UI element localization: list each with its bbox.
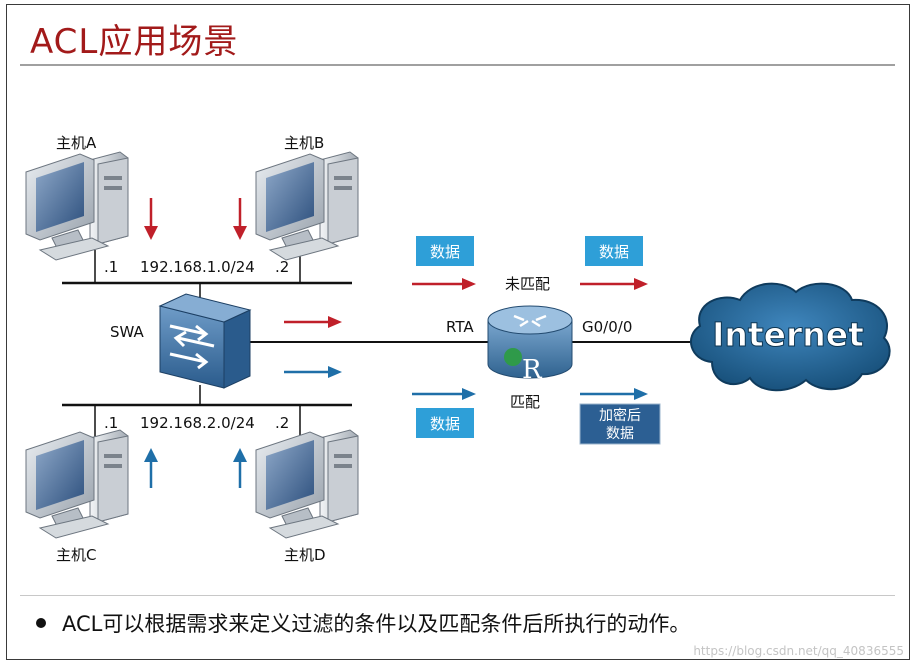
host-a-icon xyxy=(25,151,129,261)
cloud-icon: Internet xyxy=(690,282,891,392)
host-c-icon xyxy=(25,429,129,539)
bottom-left-addr: .1 xyxy=(104,414,118,432)
red-arrow-out-icon xyxy=(580,278,648,290)
bullet-text: ACL可以根据需求来定义过滤的条件以及匹配条件后所执行的动作。 xyxy=(62,612,691,636)
unmatched-label: 未匹配 xyxy=(505,275,550,293)
svg-text:数据: 数据 xyxy=(606,426,634,442)
host-b-label: 主机B xyxy=(284,134,324,152)
host-d-icon xyxy=(255,429,359,539)
host-a-label: 主机A xyxy=(56,134,97,152)
bullet-item: ACL可以根据需求来定义过滤的条件以及匹配条件后所执行的动作。 xyxy=(36,608,690,638)
tag-top-out: 数据 xyxy=(585,236,643,266)
router-icon: R xyxy=(487,305,573,385)
bullet-dot-icon xyxy=(36,618,46,628)
router-label: RTA xyxy=(446,318,474,336)
host-b-arrow-down-icon xyxy=(233,198,247,240)
blue-arrow-out-icon xyxy=(580,388,648,400)
network-diagram: 主机A 主机B 主机C 主机D .1 192.168.1.0/24 .2 .1 … xyxy=(25,134,891,564)
switch-icon xyxy=(158,293,252,389)
tag-top-in: 数据 xyxy=(416,236,474,266)
bottom-network: 192.168.2.0/24 xyxy=(140,414,255,432)
red-arrow-in-icon xyxy=(412,278,476,290)
host-d-label: 主机D xyxy=(284,546,326,564)
watermark: https://blog.csdn.net/qq_40836555 xyxy=(693,644,904,658)
matched-label: 匹配 xyxy=(510,393,540,411)
slide-title: ACL应用场景 xyxy=(30,22,239,62)
tag-bottom-in: 数据 xyxy=(416,408,474,438)
title-divider xyxy=(20,64,895,66)
top-network: 192.168.1.0/24 xyxy=(140,258,255,276)
tag-bottom-out-encrypted: 加密后 数据 xyxy=(579,403,661,445)
host-c-arrow-up-icon xyxy=(144,448,158,488)
top-right-addr: .2 xyxy=(275,258,289,276)
top-left-addr: .1 xyxy=(104,258,118,276)
bottom-divider xyxy=(20,595,895,596)
host-d-arrow-up-icon xyxy=(233,448,247,488)
svg-text:数据: 数据 xyxy=(430,415,460,433)
host-c-label: 主机C xyxy=(56,546,96,564)
internet-label: Internet xyxy=(712,315,864,354)
switch-label: SWA xyxy=(110,323,145,341)
bottom-right-addr: .2 xyxy=(275,414,289,432)
host-b-icon xyxy=(255,151,359,261)
svg-text:数据: 数据 xyxy=(430,243,460,261)
svg-text:加密后: 加密后 xyxy=(599,407,641,424)
interface-label: G0/0/0 xyxy=(582,318,632,336)
blue-arrow-switch-icon xyxy=(284,366,342,378)
blue-arrow-in-icon xyxy=(412,388,476,400)
router-glyph: R xyxy=(522,355,543,385)
red-arrow-switch-icon xyxy=(284,316,342,328)
svg-text:数据: 数据 xyxy=(599,243,629,261)
host-a-arrow-down-icon xyxy=(144,198,158,240)
